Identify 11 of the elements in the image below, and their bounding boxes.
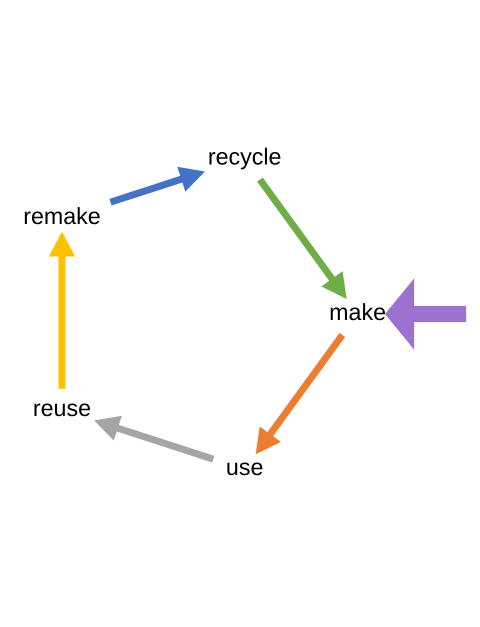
- arrow: [94, 415, 214, 462]
- arrow: [108, 166, 204, 205]
- node-text: make: [328, 298, 386, 324]
- node-text: remake: [22, 202, 100, 228]
- node-text: reuse: [32, 394, 91, 420]
- arrow: [256, 176, 346, 298]
- arrow: [384, 278, 466, 350]
- node-text: use: [225, 454, 263, 480]
- arrow: [48, 231, 75, 388]
- node-text: recycle: [207, 142, 282, 169]
- arrow: [255, 332, 345, 454]
